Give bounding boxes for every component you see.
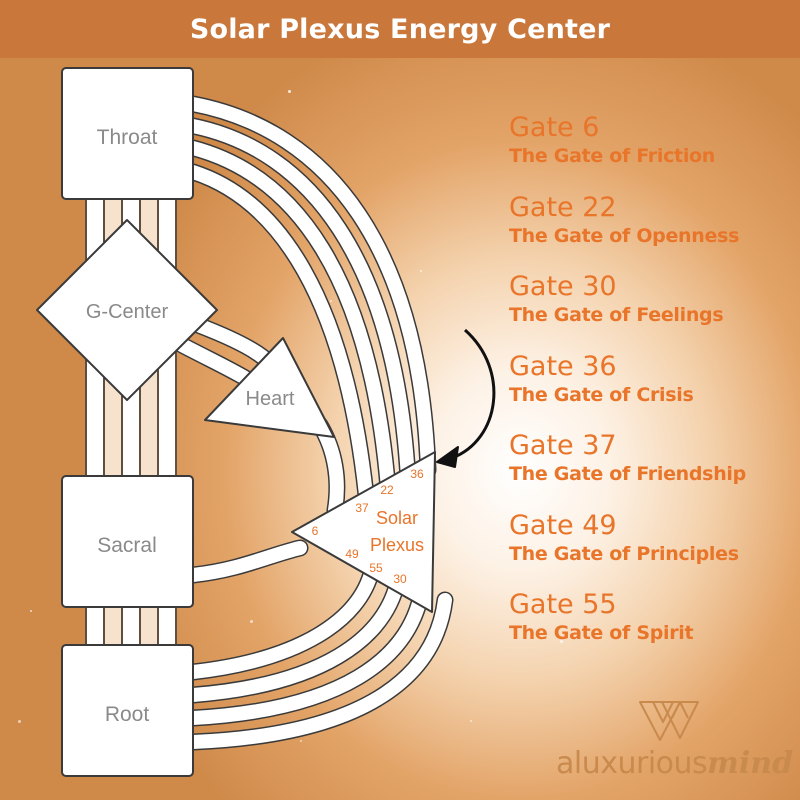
gate-name: The Gate of Friction bbox=[509, 145, 716, 167]
brand-logo: aluxuriousmind bbox=[556, 694, 793, 794]
gate-name: The Gate of Friendship bbox=[509, 463, 746, 485]
header-bar: Solar Plexus Energy Center bbox=[0, 0, 800, 58]
gate-item: Gate 30 The Gate of Feelings bbox=[509, 271, 799, 351]
brand-wordmark: aluxuriousmind bbox=[556, 746, 793, 781]
gate-number: Gate 22 bbox=[509, 191, 617, 223]
gate-item: Gate 55 The Gate of Spirit bbox=[509, 589, 799, 669]
gate-item: Gate 36 The Gate of Crisis bbox=[509, 351, 799, 431]
solar-plexus-label-line2: Plexus bbox=[370, 535, 424, 555]
heart-center: Heart bbox=[204, 337, 335, 438]
gate-number: Gate 6 bbox=[509, 112, 600, 143]
sparkle bbox=[420, 270, 422, 272]
gate-label-30: 30 bbox=[393, 572, 407, 586]
sparkle bbox=[300, 740, 302, 742]
gate-item: Gate 22 The Gate of Openness bbox=[509, 192, 799, 272]
gate-label-37: 37 bbox=[355, 501, 369, 515]
gate-label-49: 49 bbox=[345, 547, 359, 561]
gate-name: The Gate of Feelings bbox=[509, 304, 724, 326]
sparkle bbox=[30, 610, 32, 612]
gate-number: Gate 36 bbox=[509, 350, 617, 382]
gate-item: Gate 6 The Gate of Friction bbox=[509, 112, 799, 192]
heart-label: Heart bbox=[246, 388, 295, 410]
throat-solar-channels bbox=[184, 95, 437, 504]
sacral-label: Sacral bbox=[97, 534, 157, 557]
gate-label-36: 36 bbox=[410, 467, 424, 481]
gate-number: Gate 49 bbox=[509, 509, 617, 541]
gate-number: Gate 30 bbox=[509, 271, 617, 302]
gate-name: The Gate of Principles bbox=[509, 542, 739, 565]
g-center-label: G-Center bbox=[86, 301, 169, 323]
gate-name: The Gate of Spirit bbox=[509, 622, 694, 644]
sparkle bbox=[330, 300, 332, 302]
gate-number: Gate 55 bbox=[509, 589, 617, 620]
arrow-icon bbox=[436, 328, 496, 468]
sparkle bbox=[250, 620, 253, 623]
gate-label-55: 55 bbox=[369, 561, 383, 575]
brand-wordmark-part2: mind bbox=[707, 746, 794, 781]
gate-label-22: 22 bbox=[380, 483, 394, 497]
root-solar-channels bbox=[184, 561, 454, 751]
gate-item: Gate 37 The Gate of Friendship bbox=[509, 430, 799, 510]
gate-list: Gate 6 The Gate of Friction Gate 22 The … bbox=[509, 112, 799, 669]
logo-mark-icon bbox=[639, 701, 699, 741]
sacral-center: Sacral bbox=[61, 475, 194, 608]
page-title: Solar Plexus Energy Center bbox=[189, 13, 611, 45]
sparkle bbox=[560, 640, 563, 643]
root-center: Root bbox=[61, 644, 194, 777]
throat-center: Throat bbox=[61, 67, 194, 200]
gate-number: Gate 37 bbox=[509, 430, 617, 461]
gate-name: The Gate of Crisis bbox=[509, 383, 694, 406]
throat-label: Throat bbox=[97, 126, 158, 149]
gate-name: The Gate of Openness bbox=[509, 224, 740, 247]
sparkle bbox=[18, 720, 21, 723]
g-center: G-Center bbox=[36, 219, 218, 401]
gate-item: Gate 49 The Gate of Principles bbox=[509, 510, 799, 590]
gate-label-6: 6 bbox=[312, 524, 319, 538]
root-label: Root bbox=[105, 703, 150, 726]
solar-plexus-label-line1: Solar bbox=[376, 508, 418, 528]
sparkle bbox=[288, 90, 291, 93]
solar-plexus-center: Solar Plexus 36 22 37 6 49 55 30 bbox=[291, 451, 436, 613]
brand-wordmark-part1: aluxurious bbox=[556, 746, 708, 781]
sparkle bbox=[470, 720, 472, 722]
